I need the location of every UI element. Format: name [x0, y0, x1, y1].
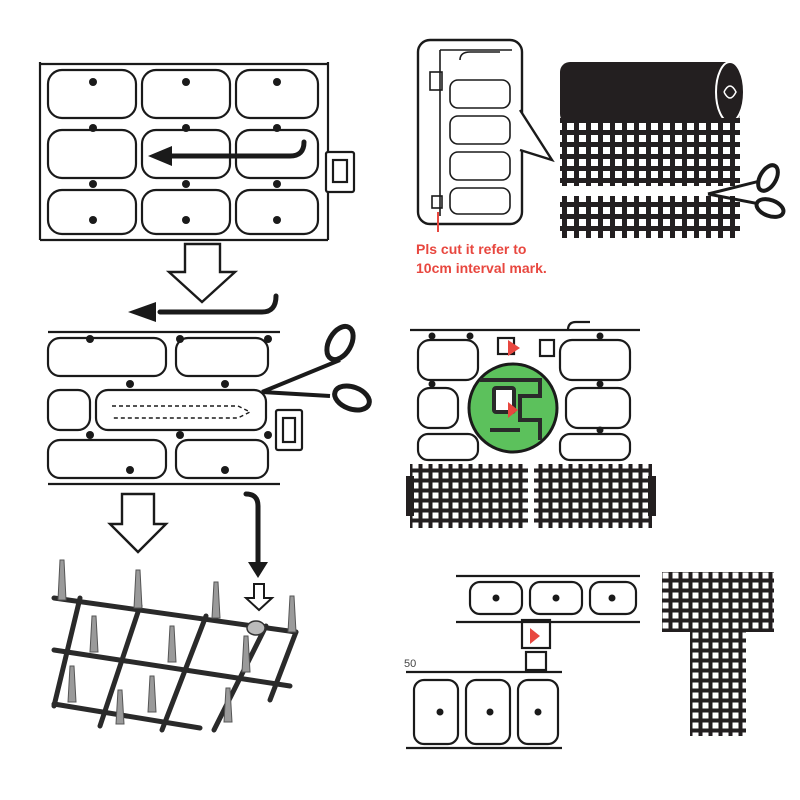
t-mesh	[662, 572, 774, 736]
instruction-note: Pls cut it refer to 10cm interval mark.	[416, 240, 606, 278]
down-arrow-icon	[243, 583, 275, 612]
mesh-spikes	[57, 559, 297, 725]
instruction-note-line1: Pls cut it refer to	[416, 241, 527, 257]
panel-cut-roll	[416, 38, 786, 238]
panel-t-junction	[406, 574, 640, 750]
down-arrow-icon	[107, 492, 169, 554]
grid-nodes	[89, 78, 281, 224]
panel-installed-mesh	[51, 595, 299, 733]
panel-connect	[410, 320, 640, 462]
scale-mark: 50	[404, 658, 417, 670]
scissors-icon	[261, 323, 372, 413]
zoom-callout-icon	[467, 362, 559, 454]
plastic-grid-top	[38, 62, 330, 242]
down-arrow-icon	[165, 242, 239, 304]
instruction-note-line2: 10cm interval mark.	[416, 260, 547, 276]
scissors-icon	[707, 163, 786, 219]
hook-pin-icon	[243, 491, 268, 578]
grid-end-tab	[324, 150, 356, 194]
left-arrow-icon	[148, 146, 172, 166]
hook-pin-icon	[167, 139, 307, 159]
hook-pin-icon	[128, 293, 279, 322]
mesh-roll-icon	[560, 62, 740, 124]
pin-clip	[246, 620, 266, 636]
panel-insert-pin	[38, 62, 356, 242]
panel-cut-grid	[46, 330, 304, 486]
